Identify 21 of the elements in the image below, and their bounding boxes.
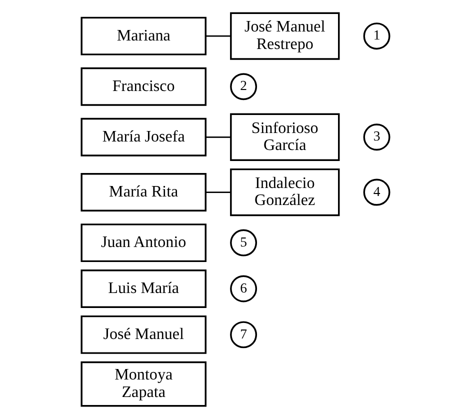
node-box: José Manuel Restrepo bbox=[230, 12, 340, 60]
node-circle: 1 bbox=[363, 22, 390, 50]
node-circle: 6 bbox=[230, 275, 258, 302]
node-box: Juan Antonio bbox=[80, 224, 206, 262]
node-box: María Josefa bbox=[80, 118, 206, 156]
node-box: Sinforioso García bbox=[230, 113, 340, 161]
node-box: Mariana bbox=[80, 16, 206, 56]
connector bbox=[206, 35, 231, 37]
node-box: Montoya Zapata bbox=[80, 361, 206, 407]
connector bbox=[206, 192, 231, 193]
node-circle: 5 bbox=[230, 229, 258, 256]
node-box: José Manuel bbox=[80, 315, 206, 354]
connector bbox=[206, 136, 231, 138]
node-circle: 2 bbox=[230, 73, 258, 100]
node-box: María Rita bbox=[80, 173, 206, 212]
node-box: Indalecio González bbox=[230, 168, 340, 216]
node-box: Luis María bbox=[80, 270, 206, 308]
node-circle: 3 bbox=[363, 124, 390, 151]
node-box: Francisco bbox=[80, 67, 206, 106]
node-circle: 7 bbox=[230, 321, 258, 348]
node-circle: 4 bbox=[363, 178, 390, 206]
